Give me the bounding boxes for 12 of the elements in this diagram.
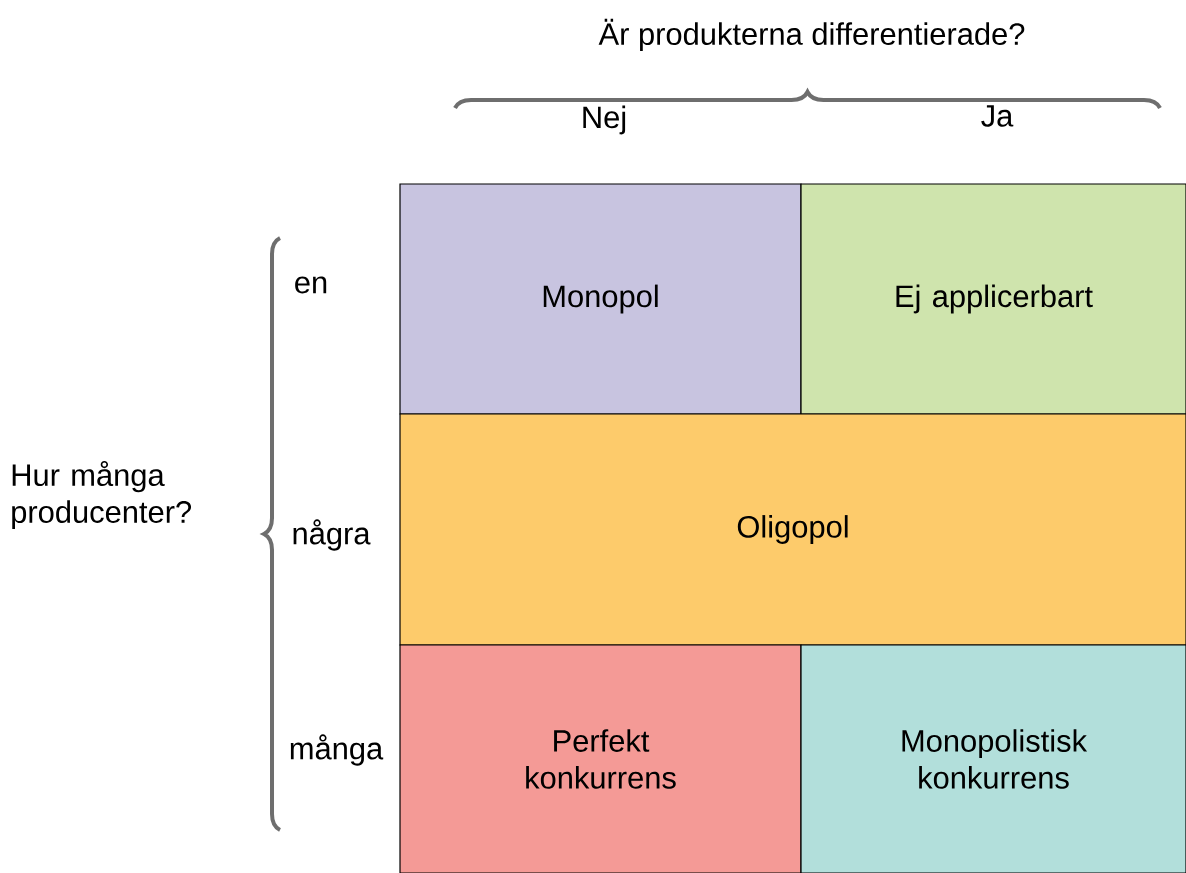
axis-label: Hur många producenter?: [12, 460, 192, 530]
axis-label: en: [295, 276, 327, 294]
market-cell: Oligopol: [399, 413, 1186, 646]
market-cell: Monopol: [399, 183, 802, 415]
axis-label: Ja: [981, 105, 1014, 127]
axis-label: Är produkterna differentierade?: [598, 18, 1025, 52]
market-cell: Perfekt konkurrens: [399, 644, 802, 873]
axis-label: många: [290, 734, 384, 766]
market-cell: Ej applicerbart: [800, 183, 1186, 415]
axis-label: några: [293, 519, 371, 551]
market-cell: Monopolistisk konkurrens: [800, 644, 1186, 873]
axis-label: Nej: [583, 105, 626, 135]
